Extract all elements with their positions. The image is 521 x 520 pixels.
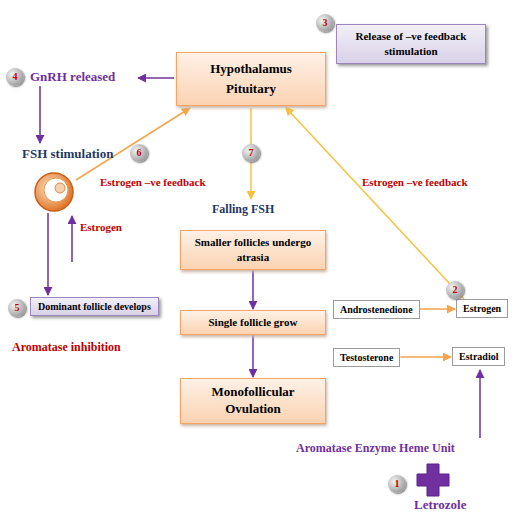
feedback-label: Estrogen –ve feedback (362, 176, 468, 188)
follicle-inner (44, 178, 68, 202)
dominant-arrow (47, 213, 49, 295)
label-text: 7 (249, 147, 254, 158)
box-text: Testosterone (340, 352, 393, 363)
process-box: Testosterone (333, 348, 400, 367)
callout-number: 7 (242, 144, 260, 162)
label-text: 2 (453, 284, 458, 295)
label-text: 4 (13, 71, 18, 82)
hormone-label: Estrogen (80, 221, 122, 233)
box-text: Release of –ve feedback stimulation (345, 29, 477, 59)
step-label: FSH stimulation (22, 146, 113, 162)
label-text: Estrogen (80, 221, 122, 233)
gnrh-arrow (138, 77, 174, 79)
label-text: FSH stimulation (22, 146, 113, 161)
label-text: Estrogen –ve feedback (362, 176, 468, 188)
flow-arrow (286, 107, 465, 299)
feedback-label: Estrogen –ve feedback (100, 176, 206, 188)
label-text: 1 (395, 478, 400, 489)
callout-number: 1 (388, 475, 406, 493)
flow-arrow (420, 308, 455, 310)
callout-number: 3 (316, 14, 334, 32)
process-box: Estrogen (456, 299, 508, 318)
label-text: Letrozole (414, 497, 466, 512)
fsh-arrow (39, 86, 41, 143)
label-text: GnRH released (30, 69, 115, 84)
note-box: Dominant follicle develops (30, 297, 159, 316)
box-text: Estrogen (463, 303, 501, 314)
aromatase-arrow (479, 370, 481, 438)
step-label: Falling FSH (212, 202, 274, 217)
label-text: Aromatase Enzyme Heme Unit (296, 441, 455, 455)
label-text: Aromatase inhibition (12, 340, 121, 354)
process-box: Estradiol (452, 347, 505, 366)
label-text: 3 (323, 17, 328, 28)
callout-number: 5 (8, 299, 26, 317)
letrozole-cross (417, 464, 449, 496)
flow-arrow (400, 356, 451, 358)
box-text: Single follicle grow (191, 315, 315, 330)
flow-arrow (252, 335, 254, 377)
oocyte (55, 183, 65, 193)
callout-number: 2 (446, 281, 464, 299)
box-text: Hypothalamus Pituitary (201, 59, 301, 99)
label-text: Estrogen –ve feedback (100, 176, 206, 188)
callout-number: 6 (130, 144, 148, 162)
drug-label: Letrozole (414, 497, 466, 513)
flow-arrow (252, 270, 254, 309)
box-text: Dominant follicle develops (38, 301, 151, 312)
note-box: Release of –ve feedback stimulation (336, 24, 486, 64)
box-text: Smaller follicles undergo atrasia (191, 235, 315, 265)
process-box: Single follicle grow (180, 310, 326, 335)
callout-number: 4 (6, 68, 24, 86)
mechanism-label: Aromatase inhibition (12, 340, 121, 355)
label-text: 5 (15, 302, 20, 313)
process-box: Monofollicular Ovulation (180, 378, 326, 424)
label-text: 6 (137, 147, 142, 158)
process-box: Hypothalamus Pituitary (176, 52, 326, 106)
step-label: GnRH released (30, 69, 115, 85)
box-text: Estradiol (459, 351, 498, 362)
box-text: Androstenedione (340, 304, 413, 315)
feedback-arrow (76, 108, 190, 180)
enzyme-label: Aromatase Enzyme Heme Unit (296, 441, 455, 456)
label-text: Falling FSH (212, 202, 274, 216)
follicle-icon (35, 173, 73, 211)
box-text: Monofollicular Ovulation (191, 384, 315, 418)
estrogen-arrow (71, 216, 73, 262)
process-box: Smaller follicles undergo atrasia (180, 230, 326, 270)
process-box: Androstenedione (333, 300, 420, 319)
